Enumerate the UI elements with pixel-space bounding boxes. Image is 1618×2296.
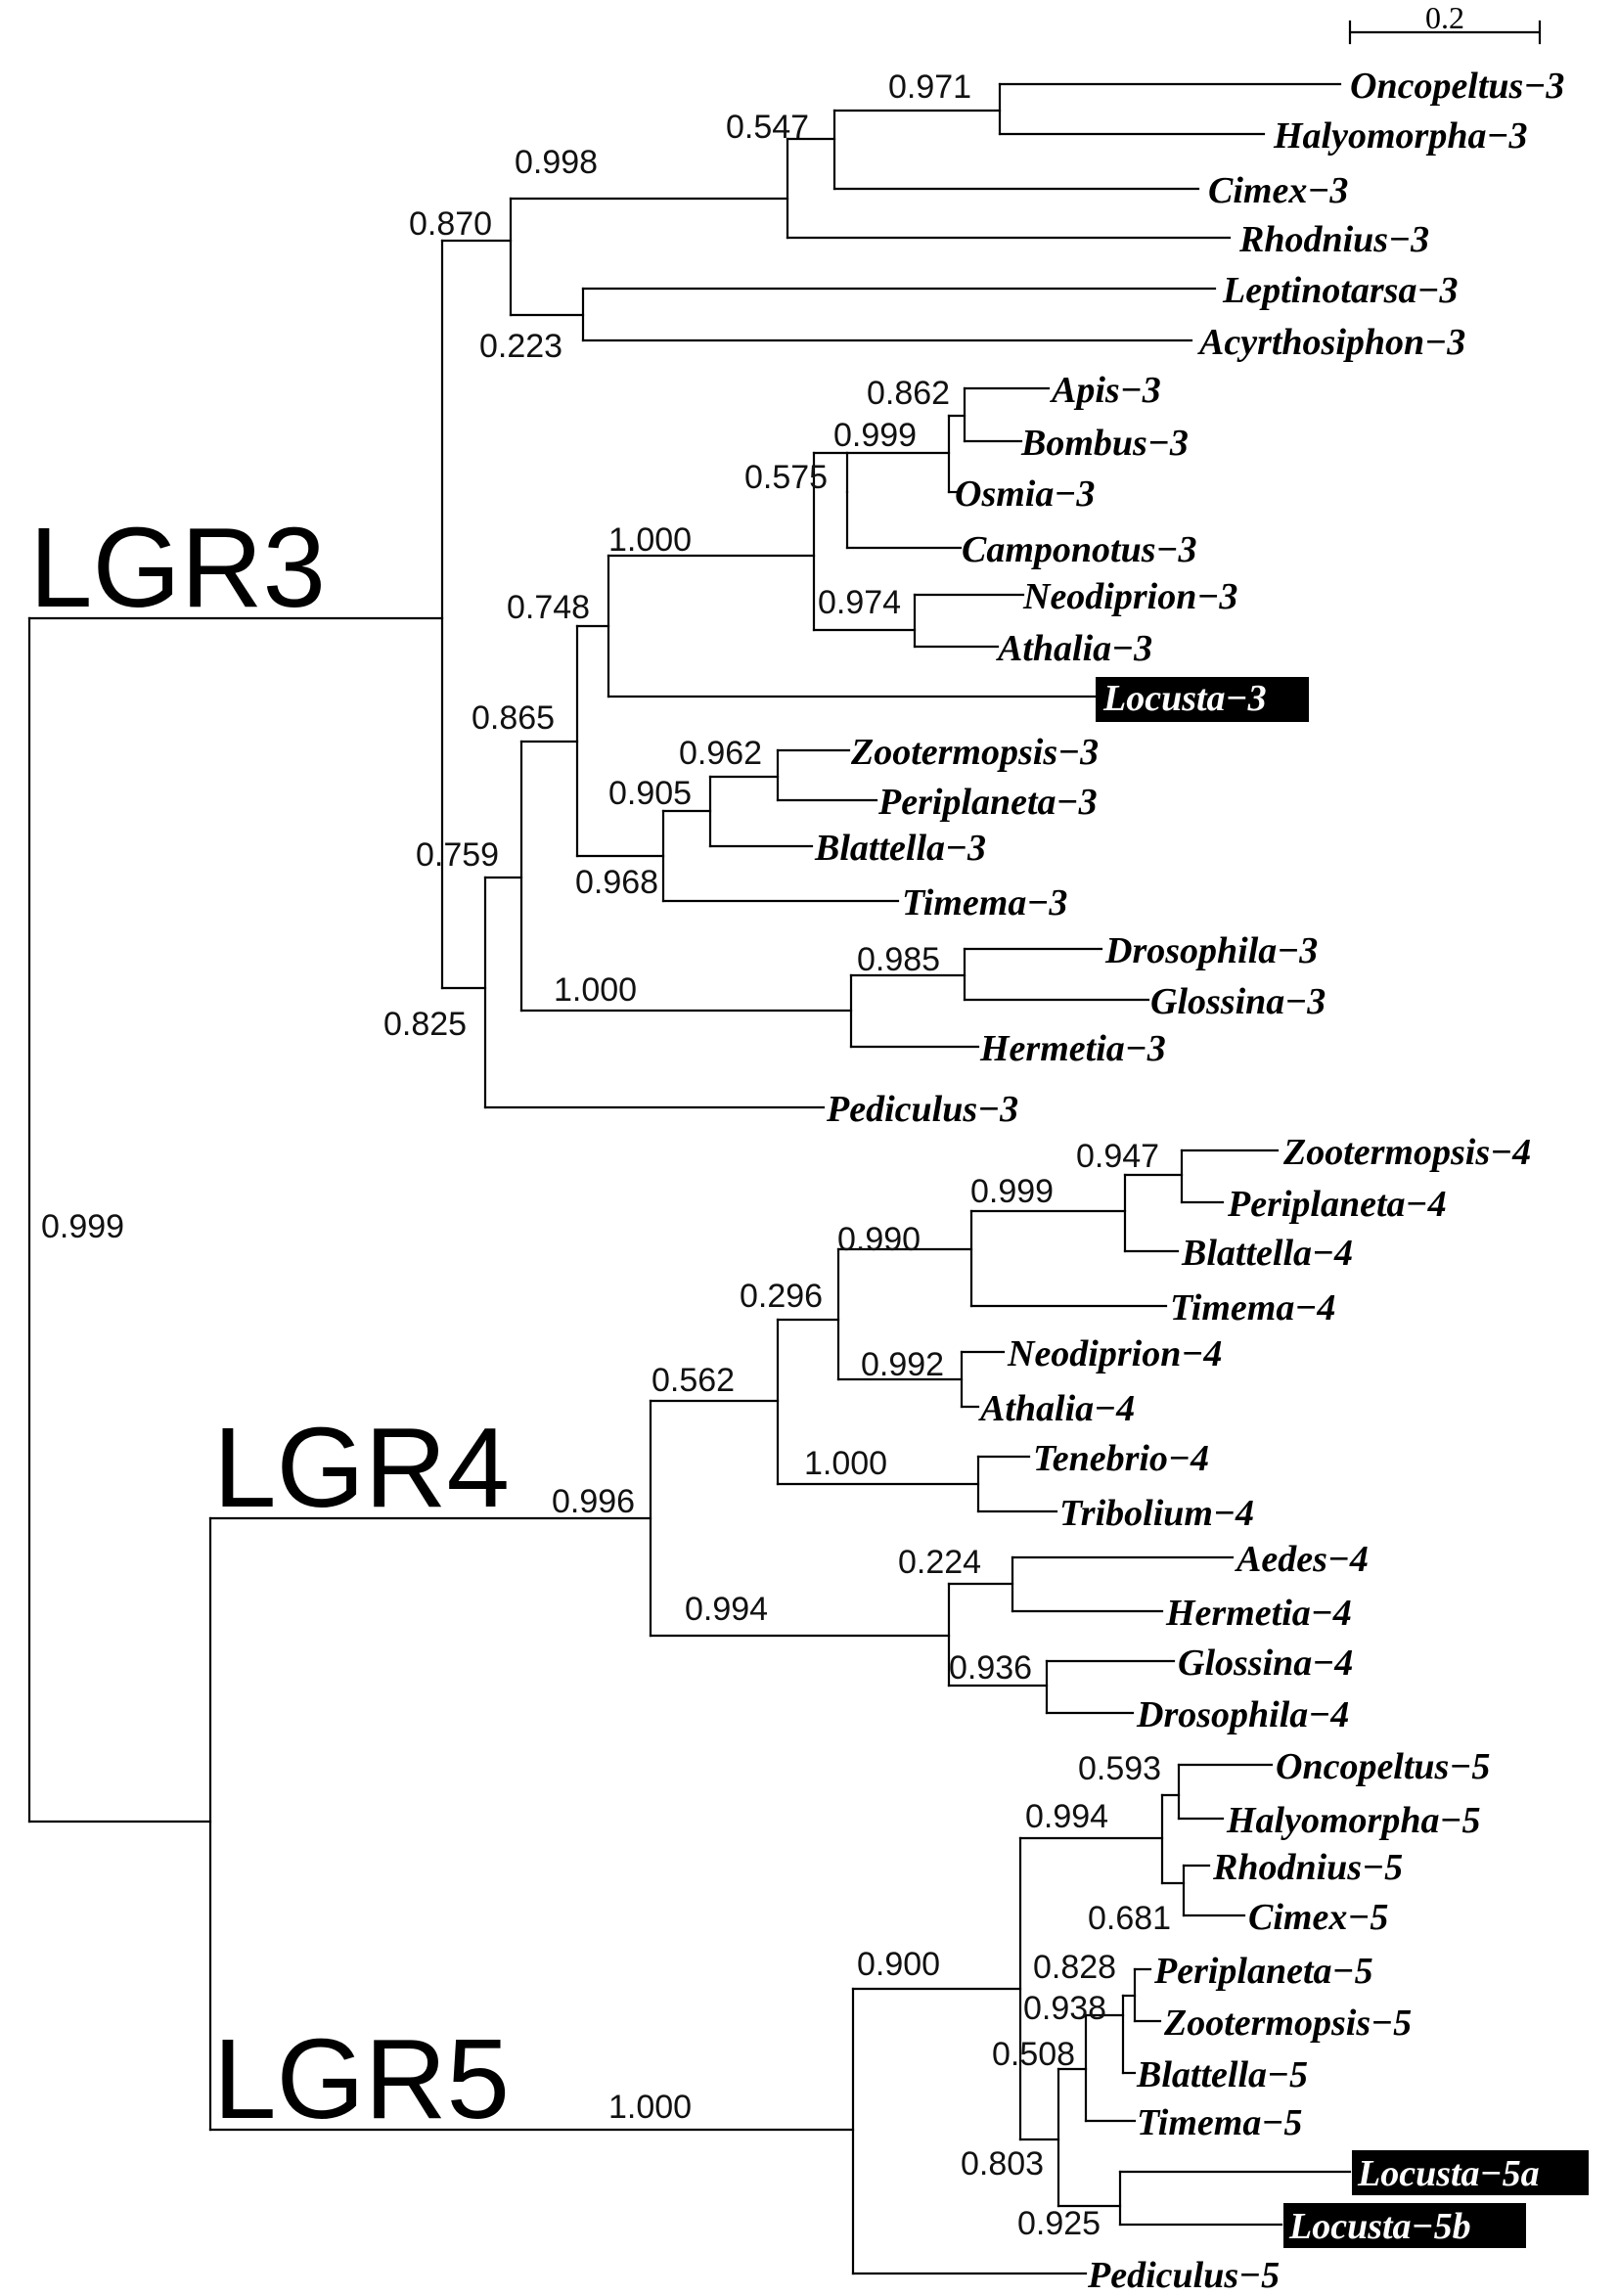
highlight-box-locusta-5b	[1283, 2203, 1526, 2248]
taxon-label: Neodiprion−4	[1007, 1333, 1222, 1374]
taxon-label: Timema−4	[1170, 1287, 1335, 1328]
taxon-label: Oncopeltus−5	[1276, 1746, 1490, 1787]
taxon-label: Zootermopsis−4	[1282, 1132, 1531, 1173]
support-value: 0.224	[898, 1544, 981, 1581]
support-value: 1.000	[608, 521, 692, 559]
support-value: 0.999	[970, 1173, 1054, 1210]
support-value: 0.223	[479, 328, 562, 365]
support-value: 0.905	[608, 775, 692, 812]
taxon-label: Aedes−4	[1235, 1539, 1369, 1580]
taxon-label: Cimex−5	[1248, 1897, 1388, 1938]
taxon-labels: Oncopeltus−3 Halyomorpha−3 Cimex−3 Rhodn…	[814, 66, 1564, 2296]
support-value: 1.000	[554, 971, 637, 1009]
taxon-label: Glossina−4	[1178, 1643, 1353, 1684]
tree-branches	[27, 20, 1542, 2275]
highlight-box-locusta-5a	[1352, 2150, 1589, 2195]
taxon-label: Neodiprion−3	[1022, 576, 1237, 617]
support-value: 0.936	[949, 1649, 1032, 1687]
support-value: 0.994	[1025, 1798, 1108, 1835]
support-value: 0.870	[409, 205, 492, 243]
support-value: 0.938	[1023, 1990, 1106, 2027]
taxon-label: Oncopeltus−3	[1350, 66, 1564, 107]
taxon-label: Periplaneta−5	[1153, 1951, 1373, 1992]
taxon-label: Osmia−3	[955, 473, 1095, 515]
scale-bar-line	[1348, 20, 1542, 45]
taxon-label: Tribolium−4	[1059, 1493, 1254, 1534]
taxon-label: Periplaneta−4	[1227, 1184, 1447, 1225]
support-value: 0.990	[837, 1221, 921, 1258]
support-value: 0.900	[857, 1946, 940, 1983]
scale-bar-label: 0.2	[1425, 0, 1464, 35]
support-value: 0.593	[1078, 1750, 1161, 1787]
support-value: 0.803	[961, 2145, 1044, 2183]
taxon-label: Zootermopsis−3	[850, 732, 1099, 773]
taxon-label: Bombus−3	[1020, 423, 1189, 464]
taxon-label-highlighted: Locusta−3	[1102, 678, 1267, 719]
taxon-label: Blattella−3	[814, 828, 986, 869]
taxon-label: Camponotus−3	[962, 529, 1197, 570]
taxon-label: Leptinotarsa−3	[1222, 270, 1459, 311]
group-label-lgr5: LGR5	[213, 2015, 510, 2142]
support-value: 1.000	[804, 1445, 887, 1482]
support-value: 0.992	[861, 1346, 944, 1383]
taxon-label: Drosophila−4	[1136, 1694, 1349, 1735]
support-value: 1.000	[608, 2089, 692, 2126]
taxon-label: Timema−5	[1137, 2102, 1302, 2143]
support-values: 0.971 0.547 0.998 0.870 0.223 0.862 0.99…	[41, 68, 1171, 2242]
support-value: 0.748	[507, 589, 590, 626]
taxon-label: Halyomorpha−3	[1273, 115, 1528, 157]
taxon-label-highlighted: Locusta−5a	[1357, 2153, 1540, 2194]
taxon-label: Drosophila−3	[1104, 930, 1318, 971]
support-value: 0.296	[740, 1278, 823, 1315]
support-value: 0.985	[857, 941, 940, 978]
support-value: 0.999	[41, 1208, 124, 1245]
taxon-label: Glossina−3	[1150, 981, 1326, 1022]
taxon-label: Tenebrio−4	[1033, 1438, 1209, 1479]
taxon-label: Halyomorpha−5	[1226, 1800, 1481, 1841]
taxon-label: Rhodnius−3	[1238, 219, 1429, 260]
support-value: 0.759	[416, 836, 499, 874]
taxon-label: Blattella−5	[1136, 2054, 1308, 2095]
taxon-label: Cimex−3	[1208, 170, 1348, 211]
support-value: 0.575	[744, 459, 828, 496]
group-label-lgr4: LGR4	[213, 1404, 510, 1531]
support-value: 0.828	[1033, 1949, 1116, 1986]
support-value: 0.999	[833, 417, 917, 454]
highlight-box-locusta-3	[1096, 677, 1309, 722]
support-value: 0.547	[726, 109, 809, 146]
support-value: 0.681	[1088, 1900, 1171, 1937]
taxon-label: Periplaneta−3	[877, 782, 1098, 823]
taxon-label: Acyrthosiphon−3	[1197, 322, 1465, 363]
taxon-label: Apis−3	[1050, 370, 1161, 411]
support-value: 0.996	[552, 1483, 635, 1520]
taxon-label: Hermetia−3	[979, 1028, 1166, 1069]
support-value: 0.994	[685, 1591, 768, 1628]
taxon-label-highlighted: Locusta−5b	[1288, 2206, 1471, 2247]
support-value: 0.865	[472, 699, 555, 737]
taxon-label: Pediculus−3	[826, 1089, 1018, 1130]
support-value: 0.974	[818, 584, 901, 621]
support-value: 0.862	[867, 375, 950, 412]
support-value: 0.562	[652, 1362, 735, 1399]
taxon-label: Hermetia−4	[1165, 1593, 1352, 1634]
taxon-label: Timema−3	[902, 882, 1067, 923]
taxon-label: Pediculus−5	[1087, 2255, 1280, 2296]
support-value: 0.508	[992, 2036, 1075, 2073]
support-value: 0.968	[575, 864, 658, 901]
taxon-label: Rhodnius−5	[1212, 1847, 1403, 1888]
taxon-label: Athalia−4	[978, 1388, 1135, 1429]
support-value: 0.962	[679, 735, 762, 772]
support-value: 0.925	[1017, 2205, 1101, 2242]
support-value: 0.998	[515, 144, 598, 181]
taxon-label: Blattella−4	[1181, 1233, 1353, 1274]
taxon-label: Zootermopsis−5	[1163, 2003, 1412, 2044]
support-value: 0.825	[383, 1006, 467, 1043]
support-value: 0.971	[888, 68, 971, 106]
support-value: 0.947	[1076, 1138, 1159, 1175]
group-label-lgr3: LGR3	[29, 504, 326, 631]
taxon-label: Athalia−3	[996, 628, 1152, 669]
